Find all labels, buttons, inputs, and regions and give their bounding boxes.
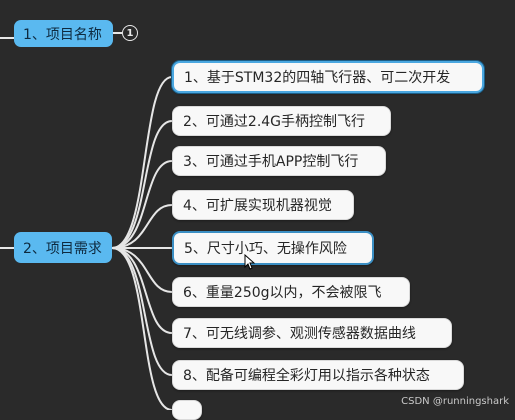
requirement-item[interactable]: 7、可无线调参、观测传感器数据曲线 bbox=[172, 318, 452, 348]
topic-project-name[interactable]: 1、项目名称 bbox=[14, 20, 113, 47]
topic-project-requirements[interactable]: 2、项目需求 bbox=[14, 232, 112, 263]
requirement-label: 4、可扩展实现机器视觉 bbox=[183, 198, 332, 214]
topic-label: 2、项目需求 bbox=[23, 240, 102, 257]
requirement-label: 6、重量250g以内，不会被限飞 bbox=[183, 285, 382, 301]
connector-lines bbox=[0, 32, 173, 410]
requirement-item[interactable]: 3、可通过手机APP控制飞行 bbox=[172, 146, 386, 176]
requirement-label: 5、尺寸小巧、无操作风险 bbox=[184, 241, 347, 257]
requirement-item[interactable]: 5、尺寸小巧、无操作风险 bbox=[172, 231, 374, 265]
requirement-label: 8、配备可编程全彩灯用以指示各种状态 bbox=[183, 368, 430, 384]
mouse-pointer-icon bbox=[244, 254, 256, 270]
requirement-item[interactable]: 6、重量250g以内，不会被限飞 bbox=[172, 277, 410, 307]
requirement-item[interactable]: 4、可扩展实现机器视觉 bbox=[172, 190, 354, 220]
collapse-count-badge[interactable]: 1 bbox=[122, 25, 138, 41]
requirement-item[interactable]: 2、可通过2.4G手柄控制飞行 bbox=[172, 106, 391, 136]
requirement-label: 7、可无线调参、观测传感器数据曲线 bbox=[183, 326, 416, 342]
requirement-label: 2、可通过2.4G手柄控制飞行 bbox=[183, 114, 366, 130]
requirement-label: 3、可通过手机APP控制飞行 bbox=[183, 154, 359, 170]
requirement-item[interactable]: 1、基于STM32的四轴飞行器、可二次开发 bbox=[172, 61, 484, 93]
requirement-item-partial[interactable] bbox=[172, 400, 202, 420]
requirement-item[interactable]: 8、配备可编程全彩灯用以指示各种状态 bbox=[172, 360, 464, 390]
topic-label: 1、项目名称 bbox=[23, 26, 102, 43]
mindmap-canvas: 1、项目名称 1 2、项目需求 1、基于STM32的四轴飞行器、可二次开发 2、… bbox=[0, 20, 509, 420]
watermark: CSDN @runningshark bbox=[401, 396, 509, 407]
requirement-label: 1、基于STM32的四轴飞行器、可二次开发 bbox=[184, 70, 451, 86]
